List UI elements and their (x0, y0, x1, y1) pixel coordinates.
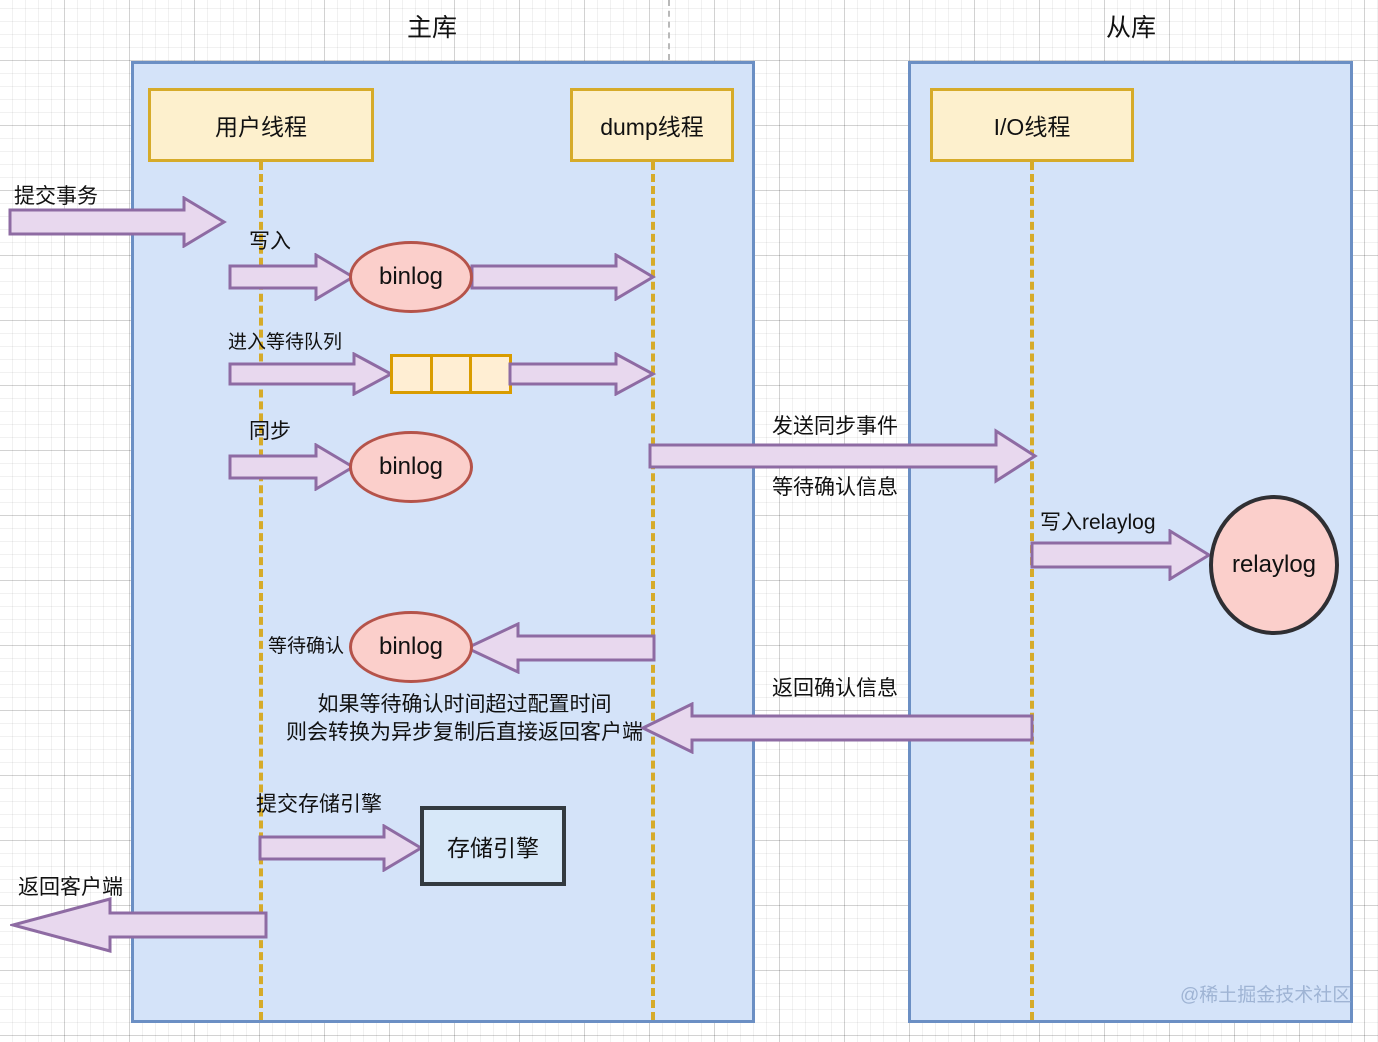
queue-cell (393, 357, 433, 391)
label-commit-storage-engine: 提交存储引擎 (256, 793, 382, 816)
slave-panel-title: 从库 (1105, 14, 1156, 42)
node-relaylog-label: relaylog (1231, 551, 1317, 578)
label-commit-transaction: 提交事务 (14, 185, 98, 208)
node-binlog-2[interactable]: binlog (349, 431, 473, 503)
label-return-client: 返回客户端 (18, 876, 123, 899)
lifeline-user-thread (259, 162, 263, 1020)
note-timeout-fallback: 如果等待确认时间超过配置时间 则会转换为异步复制后直接返回客户端 (286, 691, 643, 748)
label-wait-ack-info: 等待确认信息 (772, 476, 898, 499)
node-binlog-3-label: binlog (378, 633, 444, 660)
arrow-queue-to-dump (508, 352, 656, 396)
queue-cell (472, 357, 509, 391)
node-binlog-2-label: binlog (378, 453, 444, 480)
label-enter-wait-queue: 进入等待队列 (228, 332, 343, 353)
label-send-sync-event: 发送同步事件 (772, 415, 898, 438)
watermark: @稀土掘金技术社区 (1180, 985, 1352, 1006)
label-write: 写入 (249, 230, 291, 253)
arrow-write-relaylog (1030, 529, 1212, 581)
arrow-binlog-to-dump (470, 253, 656, 301)
lane-user-thread[interactable]: 用户线程 (148, 88, 374, 162)
lane-io-thread-label: I/O线程 (993, 114, 1071, 140)
node-storage-engine-label: 存储引擎 (447, 835, 539, 861)
node-binlog-1[interactable]: binlog (349, 241, 473, 313)
label-write-relaylog: 写入relaylog (1040, 511, 1156, 534)
node-binlog-1-label: binlog (378, 263, 444, 290)
label-sync: 同步 (249, 420, 291, 443)
note-line-2: 则会转换为异步复制后直接返回客户端 (286, 721, 643, 745)
label-return-ack-info: 返回确认信息 (772, 677, 898, 700)
node-storage-engine[interactable]: 存储引擎 (420, 806, 566, 886)
node-relaylog[interactable]: relaylog (1209, 495, 1339, 635)
arrow-send-sync-event (648, 428, 1038, 484)
lane-io-thread[interactable]: I/O线程 (930, 88, 1134, 162)
queue-cell (433, 357, 473, 391)
node-binlog-3[interactable]: binlog (349, 611, 473, 683)
lane-dump-thread[interactable]: dump线程 (570, 88, 734, 162)
arrow-return-client (10, 897, 268, 953)
lane-user-thread-label: 用户线程 (215, 114, 307, 140)
note-line-1: 如果等待确认时间超过配置时间 (317, 693, 612, 716)
lifeline-io-thread (1030, 162, 1034, 1020)
master-panel-title: 主库 (406, 14, 457, 42)
label-wait-ack: 等待确认 (268, 636, 345, 657)
arrow-wait-ack (464, 622, 656, 674)
node-wait-queue[interactable] (390, 354, 512, 394)
arrow-sync-binlog (228, 443, 356, 491)
arrow-write-binlog (228, 253, 356, 301)
page-break-guide (668, 0, 670, 60)
arrow-commit-storage-engine (258, 824, 424, 872)
arrow-return-ack-info (640, 702, 1034, 754)
arrow-commit-transaction (8, 196, 227, 248)
lane-dump-thread-label: dump线程 (600, 114, 704, 140)
lifeline-dump-thread (651, 162, 655, 1020)
arrow-enter-wait-queue (228, 352, 394, 396)
